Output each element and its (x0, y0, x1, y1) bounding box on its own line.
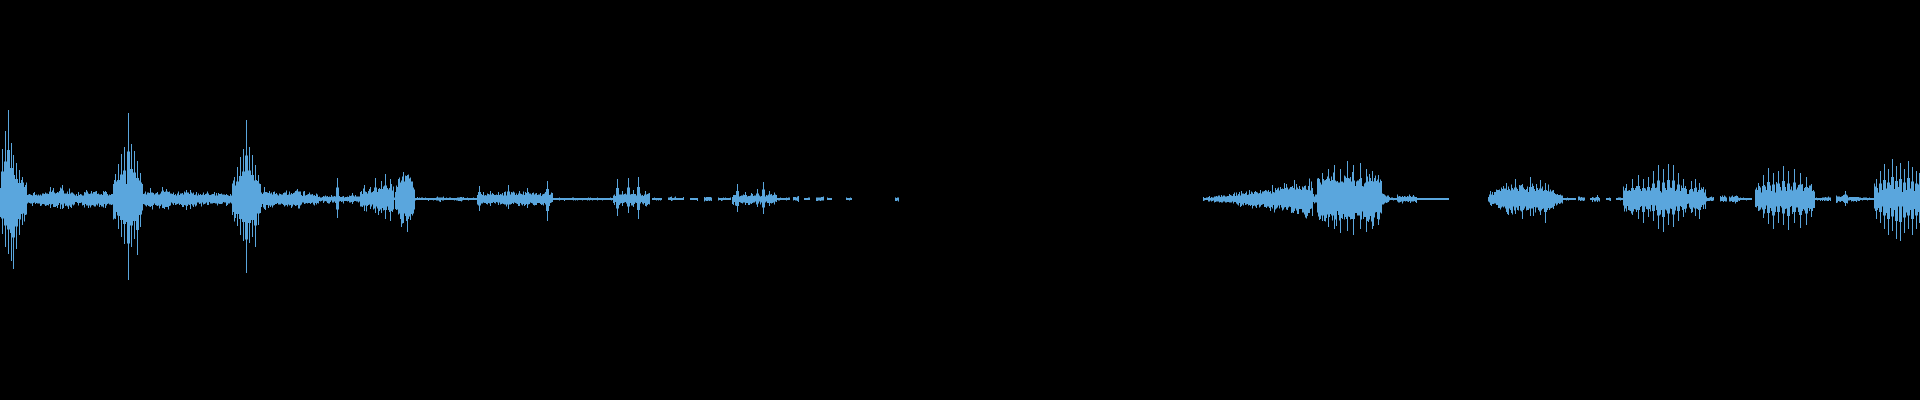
waveform-path (0, 110, 1920, 280)
